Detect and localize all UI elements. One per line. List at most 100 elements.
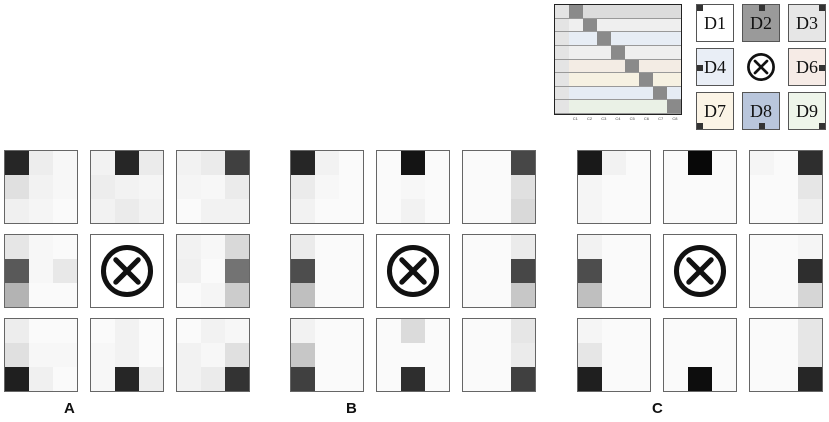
table-cell <box>583 73 597 87</box>
table-cell <box>611 32 625 46</box>
kernel-weight <box>425 151 449 175</box>
table-cell <box>555 45 569 60</box>
kernel-weight <box>463 367 487 391</box>
kernel-weight <box>602 283 626 307</box>
kernel-weight <box>664 343 688 367</box>
table-cell <box>625 32 639 46</box>
kernel-weight <box>487 367 511 391</box>
tensor-product-icon <box>386 244 440 298</box>
table-cell <box>639 32 653 46</box>
kernel-weight <box>225 151 249 175</box>
kernel-weight <box>291 151 315 175</box>
kernel-weight <box>774 367 798 391</box>
kernel-weight <box>511 367 535 391</box>
table-cell <box>625 5 639 19</box>
table-cell <box>583 59 597 74</box>
kernel-weight <box>115 319 139 343</box>
kernel-weight <box>798 319 822 343</box>
kernel-panel-a <box>4 150 250 392</box>
table-cell <box>625 100 639 114</box>
kernel-weight <box>139 199 163 223</box>
kernel-weight <box>511 319 535 343</box>
table-cell <box>583 5 597 19</box>
legend-tile-center <box>742 48 780 86</box>
table-cell <box>569 73 583 87</box>
kernel-weight <box>225 283 249 307</box>
kernel-weight <box>712 319 736 343</box>
table-cell <box>639 73 653 87</box>
kernel-cell <box>749 234 823 308</box>
kernel-weight <box>377 151 401 175</box>
kernel-weight <box>798 283 822 307</box>
table-cell <box>639 45 653 60</box>
kernel-weight <box>750 175 774 199</box>
kernel-weight <box>774 199 798 223</box>
table-cell <box>555 5 569 19</box>
kernel-weight <box>339 199 363 223</box>
center-operator <box>376 234 450 308</box>
kernel-weight <box>626 259 650 283</box>
kernel-weight <box>602 235 626 259</box>
kernel-weight <box>291 175 315 199</box>
legend-tile-d1: D1 <box>696 4 734 42</box>
table-cell <box>639 59 653 74</box>
kernel-weight <box>177 343 201 367</box>
kernel-weight <box>798 343 822 367</box>
kernel-weight <box>626 367 650 391</box>
kernel-weight <box>626 199 650 223</box>
kernel-cell <box>663 150 737 224</box>
kernel-panel-b <box>290 150 536 392</box>
kernel-cell <box>663 318 737 392</box>
table-cell <box>597 45 611 60</box>
kernel-weight <box>291 367 315 391</box>
tensor-product-icon <box>673 244 727 298</box>
legend-tile-label: D3 <box>796 12 818 33</box>
corner-marker <box>759 5 765 11</box>
legend-tile-d7: D7 <box>696 92 734 130</box>
table-cell <box>569 32 583 46</box>
kernel-weight <box>315 175 339 199</box>
kernel-weight <box>712 199 736 223</box>
kernel-weight <box>774 259 798 283</box>
table-cell <box>611 100 625 114</box>
kernel-weight <box>91 367 115 391</box>
legend-tile-d3: D3 <box>788 4 826 42</box>
kernel-weight <box>377 343 401 367</box>
table-cell <box>667 86 681 101</box>
table-cell <box>653 59 667 74</box>
kernel-weight <box>315 283 339 307</box>
kernel-weight <box>602 259 626 283</box>
kernel-weight <box>798 175 822 199</box>
kernel-cell <box>4 234 78 308</box>
kernel-weight <box>774 235 798 259</box>
kernel-cell <box>462 318 536 392</box>
kernel-weight <box>425 319 449 343</box>
kernel-weight <box>511 259 535 283</box>
kernel-weight <box>602 319 626 343</box>
kernel-cell <box>290 234 364 308</box>
kernel-weight <box>225 367 249 391</box>
kernel-weight <box>511 235 535 259</box>
kernel-weight <box>201 199 225 223</box>
legend-tile-d4: D4 <box>696 48 734 86</box>
kernel-weight <box>315 259 339 283</box>
kernel-cell <box>90 318 164 392</box>
kernel-weight <box>339 283 363 307</box>
kernel-weight <box>5 283 29 307</box>
table-cell <box>667 45 681 60</box>
table-cell <box>555 18 569 33</box>
kernel-weight <box>463 151 487 175</box>
kernel-weight <box>463 283 487 307</box>
table-cell <box>555 73 569 87</box>
kernel-cell <box>290 318 364 392</box>
kernel-weight <box>29 175 53 199</box>
kernel-weight <box>315 367 339 391</box>
kernel-cell <box>577 234 651 308</box>
kernel-weight <box>401 343 425 367</box>
table-cell <box>611 18 625 33</box>
table-cell <box>667 59 681 74</box>
table-cell <box>625 18 639 33</box>
table-cell <box>667 32 681 46</box>
kernel-weight <box>578 283 602 307</box>
table-cell <box>569 18 583 33</box>
